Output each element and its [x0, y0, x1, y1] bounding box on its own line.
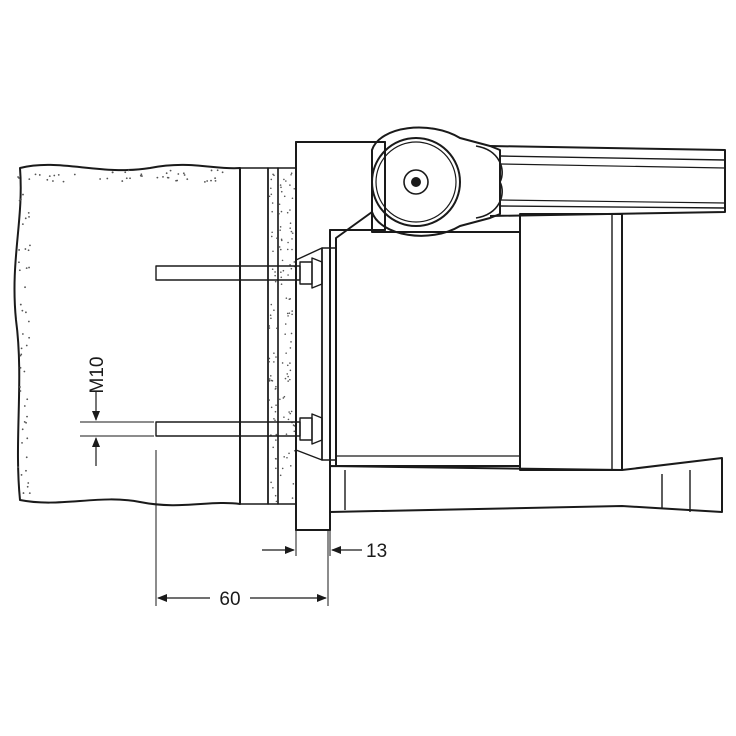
embed-depth-label: 60: [219, 589, 240, 610]
hinge-pin: [371, 137, 461, 227]
floor-layers: [239, 167, 297, 505]
thread-size-label: M10: [87, 357, 108, 394]
concrete-stipple: [17, 169, 224, 495]
bottom-arm: [329, 457, 723, 513]
support-body: [335, 211, 623, 471]
dimension-thread: M10: [80, 357, 154, 466]
anchor-bolt-upper: [155, 257, 323, 289]
concrete-slab: [13, 163, 241, 507]
anchor-bolt-lower: [155, 413, 323, 445]
plate-thickness-label: 13: [366, 541, 387, 562]
handrail-assembly: [371, 126, 726, 237]
screed-stipple: [268, 172, 296, 503]
dimension-depth: 60: [155, 450, 329, 610]
dimension-plate: 13: [262, 530, 387, 562]
